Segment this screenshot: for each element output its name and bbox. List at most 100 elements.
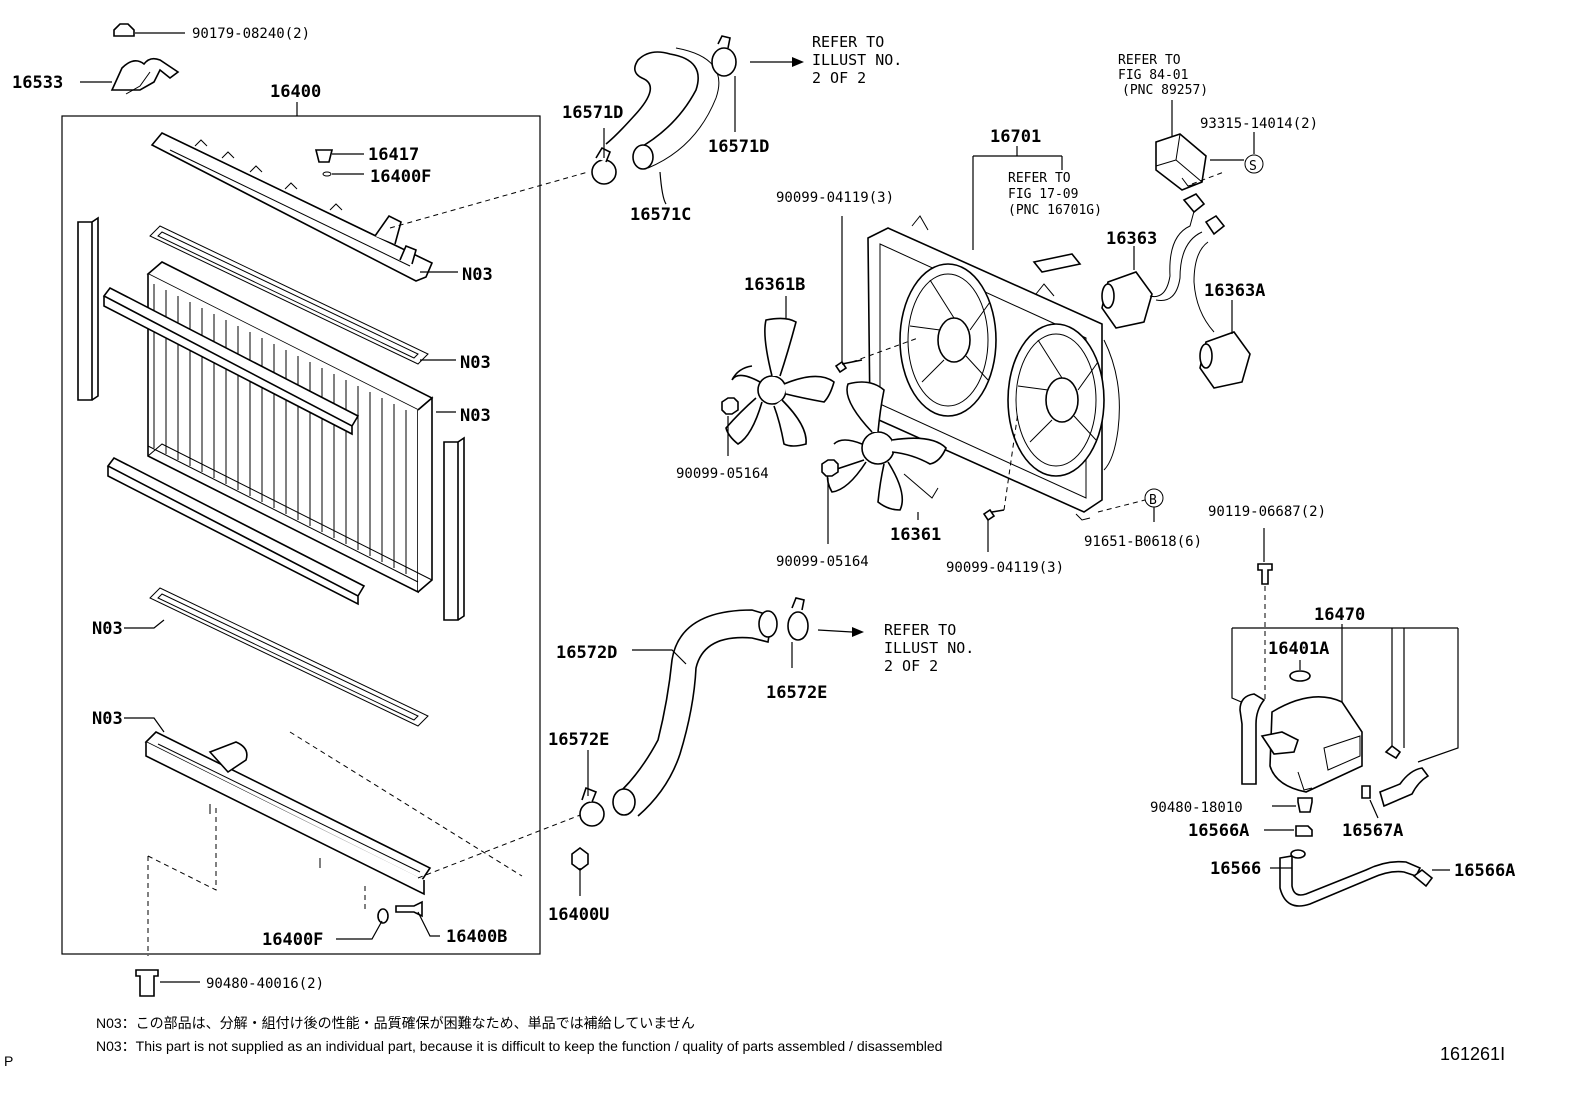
label-16571D-right[interactable]: 16571D — [708, 137, 769, 157]
hose-clamp-icon — [591, 146, 617, 185]
tank-cap-icon — [1289, 670, 1311, 682]
reserve-hose-icon — [1279, 849, 1422, 907]
overflow-hose-icon — [1379, 767, 1430, 808]
label-90480-40016[interactable]: 90480-40016(2) — [206, 976, 324, 992]
label-16400B[interactable]: 16400B — [446, 927, 507, 947]
fan-controller-icon — [1155, 133, 1207, 191]
radiator-mount-icon — [135, 969, 159, 997]
radiator-core-icon — [146, 261, 434, 594]
label-93315-14014[interactable]: 93315-14014(2) — [1200, 116, 1318, 132]
fan-motor-16363-icon — [1101, 192, 1226, 329]
label-16400[interactable]: 16400 — [270, 82, 321, 102]
label-16567A[interactable]: 16567A — [1342, 821, 1403, 841]
svg-text:REFER TO: REFER TO — [812, 33, 884, 51]
label-90099-05164-left[interactable]: 90099-05164 — [676, 466, 769, 482]
upper-hose-icon — [605, 47, 720, 170]
marker-b: B — [1149, 493, 1157, 508]
svg-text:(PNC 16701G): (PNC 16701G) — [1008, 203, 1102, 218]
arrow-right-icon — [792, 57, 804, 67]
upper-gasket-icon — [149, 225, 429, 365]
upper-seal-bar-icon — [102, 286, 360, 436]
note-english: N03：This part is not supplied as an indi… — [96, 1038, 942, 1054]
fan-motor-16363A-icon — [1193, 241, 1251, 389]
label-16361[interactable]: 16361 — [890, 525, 941, 545]
refer-fig-17-09[interactable]: REFER TO FIG 17-09 (PNC 16701G) — [1008, 171, 1102, 218]
label-16470[interactable]: 16470 — [1314, 605, 1365, 625]
svg-text:2 OF 2: 2 OF 2 — [884, 657, 938, 675]
arrow-right-icon — [852, 627, 864, 637]
clip-icon — [1384, 744, 1402, 760]
label-16400F-bottom[interactable]: 16400F — [262, 930, 323, 950]
label-16363A[interactable]: 16363A — [1204, 281, 1265, 301]
refer-fig-84-01[interactable]: REFER TO FIG 84-01 (PNC 89257) — [1118, 53, 1208, 98]
label-16572E-left[interactable]: 16572E — [548, 730, 609, 750]
label-16400U[interactable]: 16400U — [548, 905, 609, 925]
marker-s-icon — [1244, 154, 1264, 174]
bleed-plug-icon — [571, 847, 589, 871]
hose-clamp-icon — [579, 786, 605, 827]
refer-illust-upper[interactable]: REFER TO ILLUST NO. 2 OF 2 — [812, 33, 902, 87]
lower-gasket-icon — [149, 587, 429, 727]
svg-text:REFER TO: REFER TO — [1008, 171, 1071, 186]
svg-text:FIG 17-09: FIG 17-09 — [1008, 187, 1078, 202]
label-16572D[interactable]: 16572D — [556, 643, 617, 663]
nut-icon — [113, 23, 135, 37]
label-n03-upper-tank[interactable]: N03 — [462, 265, 493, 285]
label-16401A[interactable]: 16401A — [1268, 639, 1329, 659]
side-seal-right-icon — [443, 436, 465, 621]
nut-icon — [821, 459, 839, 477]
bracket-icon — [110, 57, 180, 95]
label-90179[interactable]: 90179-08240(2) — [192, 26, 310, 42]
label-16571D-left[interactable]: 16571D — [562, 103, 623, 123]
fan-16361-icon — [826, 381, 947, 511]
fan-16361B-icon — [725, 317, 835, 447]
label-90099-04119-top[interactable]: 90099-04119(3) — [776, 190, 894, 206]
svg-text:FIG 84-01: FIG 84-01 — [1118, 68, 1188, 83]
label-16363[interactable]: 16363 — [1106, 229, 1157, 249]
label-16566A-left[interactable]: 16566A — [1188, 821, 1249, 841]
hose-clamp-icon — [711, 35, 737, 77]
label-16417[interactable]: 16417 — [368, 145, 419, 165]
label-n03-core[interactable]: N03 — [460, 406, 491, 426]
svg-text:(PNC 89257): (PNC 89257) — [1122, 83, 1208, 98]
hose-clamp-icon — [787, 597, 809, 641]
lower-tank-icon — [144, 731, 432, 896]
nut-icon — [721, 397, 739, 415]
label-16701[interactable]: 16701 — [990, 127, 1041, 147]
figure-id: 161261I — [1440, 1044, 1505, 1064]
drain-cock-icon — [395, 900, 423, 918]
side-seal-left-icon — [77, 216, 99, 401]
label-16533[interactable]: 16533 — [12, 73, 63, 93]
clip-icon — [1412, 868, 1434, 888]
fan-shroud-icon — [867, 215, 1120, 521]
note-japanese: N03：この部品は、分解・組付け後の性能・品質確保が困難なため、単品では補給して… — [96, 1015, 695, 1031]
marker-s: S — [1249, 159, 1257, 174]
label-90480-18010[interactable]: 90480-18010 — [1150, 800, 1243, 816]
bolt-icon — [982, 508, 1005, 522]
label-16571C[interactable]: 16571C — [630, 205, 691, 225]
clip-icon — [1361, 785, 1371, 799]
label-16566A-right[interactable]: 16566A — [1454, 861, 1515, 881]
refer-illust-lower[interactable]: REFER TO ILLUST NO. 2 OF 2 — [884, 621, 974, 675]
o-ring-icon — [377, 908, 389, 924]
shroud-label-icon — [1032, 253, 1082, 273]
label-16361B[interactable]: 16361B — [744, 275, 805, 295]
label-n03-gasket-2[interactable]: N03 — [92, 619, 123, 639]
label-90099-05164-right[interactable]: 90099-05164 — [776, 554, 869, 570]
tank-cap-icon — [1297, 797, 1313, 813]
label-16572E-right[interactable]: 16572E — [766, 683, 827, 703]
lower-seal-bar-icon — [106, 456, 366, 606]
reserve-tank-icon — [1239, 693, 1363, 793]
label-n03-lower-tank[interactable]: N03 — [92, 709, 123, 729]
bolt-icon — [1257, 563, 1273, 585]
radiator-cap-icon — [314, 149, 334, 163]
label-16400F-top[interactable]: 16400F — [370, 167, 431, 187]
label-90099-04119-bottom[interactable]: 90099-04119(3) — [946, 560, 1064, 576]
label-90119-06687[interactable]: 90119-06687(2) — [1208, 504, 1326, 520]
label-16566[interactable]: 16566 — [1210, 859, 1261, 879]
svg-text:ILLUST NO.: ILLUST NO. — [812, 51, 902, 69]
label-91651-B0618[interactable]: 91651-B0618(6) — [1084, 534, 1202, 550]
label-n03-gasket-1[interactable]: N03 — [460, 353, 491, 373]
